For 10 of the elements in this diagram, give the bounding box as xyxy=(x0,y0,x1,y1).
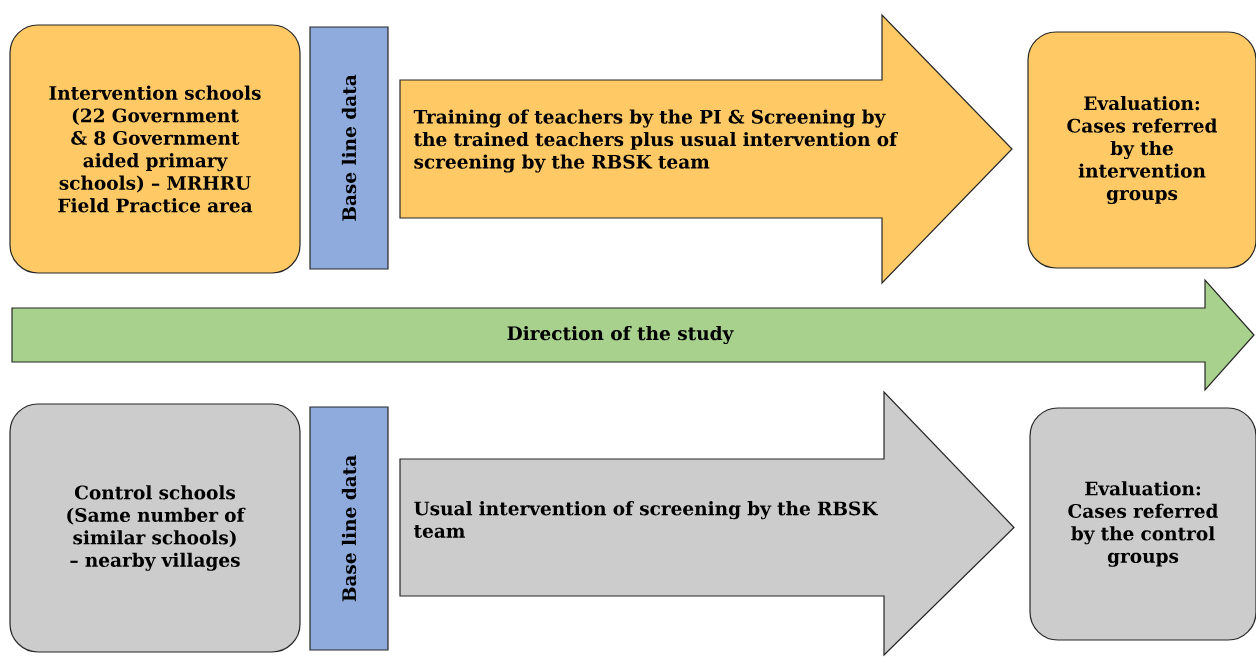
edge-label: Usual intervention of screening by the RBSK team xyxy=(414,501,878,538)
group-box: Evaluation: Cases referred by the control groups xyxy=(1029,407,1256,641)
group-box: Intervention schools (22 Government & 8 Government aided primary schools) – MRHRU Field Practice area xyxy=(9,24,301,274)
block-arrow xyxy=(399,390,1015,657)
group-box: Evaluation: Cases referred by the intervention groups xyxy=(1027,31,1256,269)
edge-label: Training of teachers by the PI & Screening by the trained teachers plus usual intervention of screening by the RBSK team xyxy=(413,109,898,173)
group-box: Control schools (Same number of similar schools) – nearby villages xyxy=(9,403,301,653)
baseline-bar: Base line data xyxy=(309,406,389,651)
baseline-bar: Base line data xyxy=(309,26,389,270)
block-arrow xyxy=(399,13,1013,285)
